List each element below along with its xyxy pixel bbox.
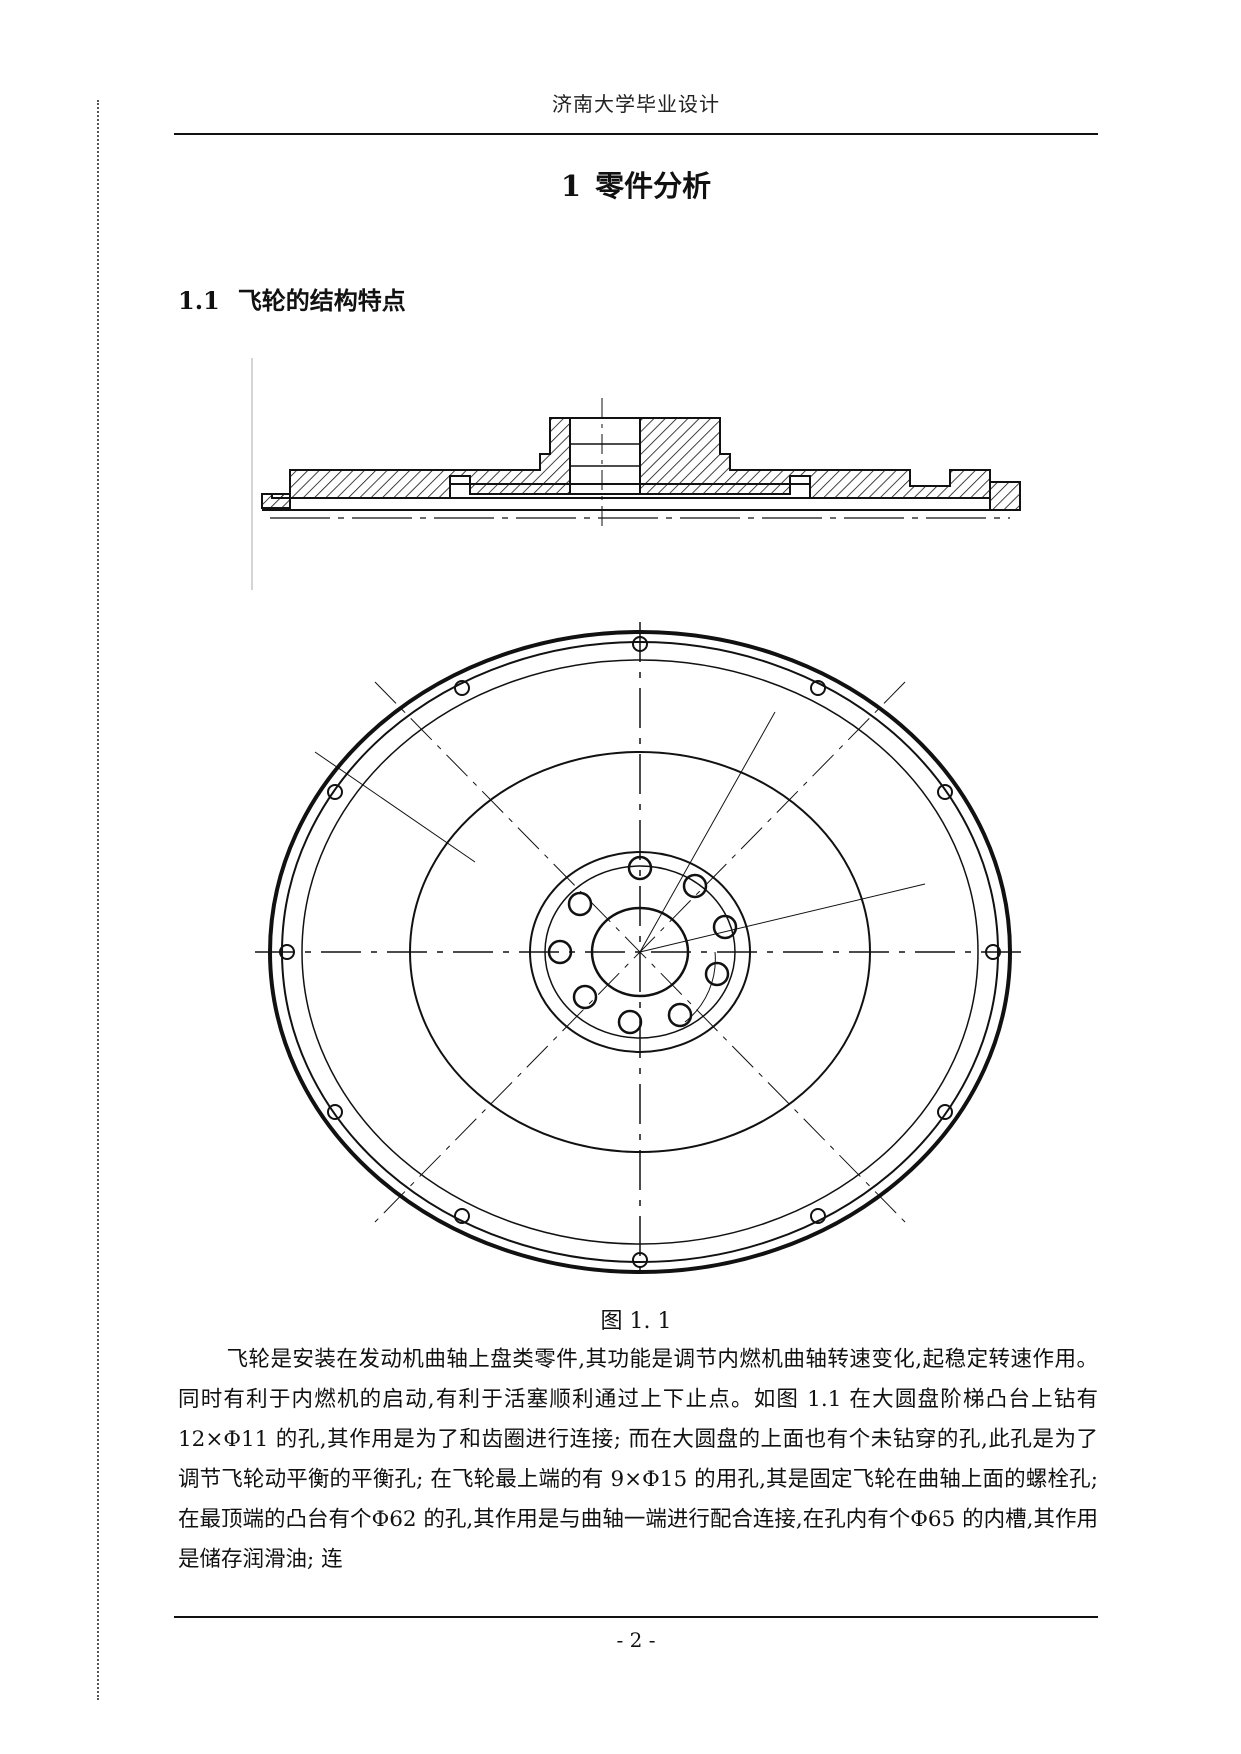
chapter-number: 1 (560, 169, 582, 203)
binding-margin-line (97, 100, 99, 1700)
chapter-title-text: 零件分析 (595, 169, 712, 203)
page-number: - 2 - (616, 1628, 656, 1652)
flywheel-plan-view-drawing (255, 622, 1025, 1282)
flywheel-cross-section-drawing (251, 358, 1021, 590)
section-number: 1.1 (178, 286, 220, 315)
chapter-title: 1 零件分析 (174, 163, 1098, 205)
body-paragraph: 飞轮是安装在发动机曲轴上盘类零件,其功能是调节内燃机曲轴转速变化,起稳定转速作用… (178, 1340, 1098, 1580)
running-header: 济南大学毕业设计 (552, 92, 720, 116)
section-title-text: 飞轮的结构特点 (237, 287, 406, 315)
body-paragraph-text: 飞轮是安装在发动机曲轴上盘类零件,其功能是调节内燃机曲轴转速变化,起稳定转速作用… (178, 1347, 1098, 1572)
figure-caption: 图 1. 1 (600, 1309, 672, 1334)
section-title: 1.1 飞轮的结构特点 (178, 281, 406, 316)
header-rule (174, 133, 1098, 135)
footer-rule (174, 1616, 1098, 1618)
